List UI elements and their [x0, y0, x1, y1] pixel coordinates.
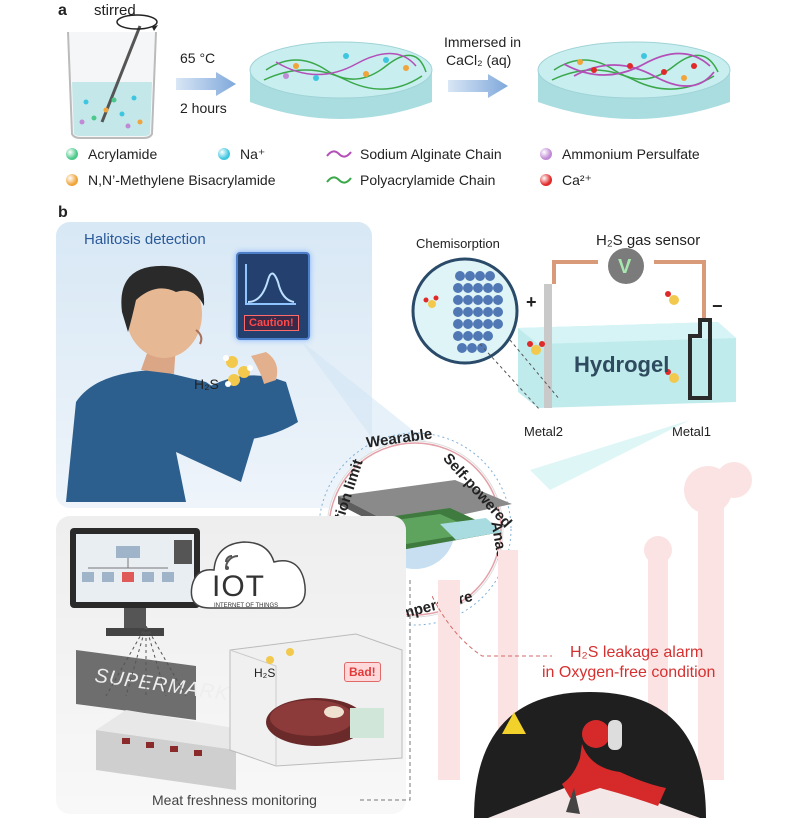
legend-item: N,N’-Methylene Bisacrylamide — [66, 172, 276, 188]
legend-label: Acrylamide — [88, 146, 158, 162]
hydrogel-disk-2 — [537, 41, 731, 119]
leakage-label-line2: in Oxygen-free condition — [542, 664, 716, 681]
legend-dot-icon — [540, 148, 552, 160]
legend-item: Ammonium Persulfate — [540, 146, 700, 162]
hydrogel-sensor — [518, 248, 736, 408]
legend-item: Acrylamide — [66, 146, 157, 162]
legend-label: N,N’-Methylene Bisacrylamide — [88, 172, 276, 188]
plus-sign: + — [526, 292, 537, 312]
legend-label: Sodium Alginate Chain — [360, 146, 502, 162]
meat-freshness-label: Meat freshness monitoring — [152, 792, 317, 808]
halitosis-title: Halitosis detection — [84, 231, 206, 248]
legend-dot-icon — [66, 148, 78, 160]
stir-arrow-icon — [116, 14, 158, 31]
legend-item: Polyacrylamide Chain — [326, 172, 495, 188]
iot-label: IOT — [212, 570, 265, 603]
legend-dot-icon — [218, 148, 230, 160]
monitor-icon — [70, 528, 200, 636]
legend-dot-icon — [66, 174, 78, 186]
arrow-right-icon — [176, 72, 236, 96]
h2s-person-label: H₂S — [194, 376, 219, 392]
legend-label: Polyacrylamide Chain — [360, 172, 496, 188]
legend-label: Ammonium Persulfate — [562, 146, 700, 162]
person-illustration — [66, 265, 298, 502]
voltmeter-label: V — [618, 256, 632, 278]
h2s-meat-label: H₂S — [254, 666, 276, 680]
arrow2-top-label: Immersed in — [444, 34, 522, 50]
arrow1-top-label: 65 °C — [180, 50, 216, 66]
supermarket-illustration — [76, 650, 246, 790]
panel-b-label: b — [58, 204, 68, 221]
stirred-label: stirred — [94, 2, 136, 19]
zoom-guide-lines — [479, 340, 561, 411]
beaker-illustration — [67, 25, 157, 139]
meat-connector-line — [360, 580, 411, 801]
cloud-icon — [190, 541, 306, 609]
legend-dot-icon — [540, 174, 552, 186]
leakage-connector-line — [432, 596, 552, 657]
sensor-title: H₂S gas sensor — [596, 232, 701, 249]
metal2-label: Metal2 — [524, 424, 564, 439]
chain-wave-icon — [326, 150, 352, 158]
chemisorption-zoom — [411, 257, 519, 365]
dashed-connections — [105, 626, 187, 696]
chain-wave-icon — [326, 176, 352, 184]
gas-molecules-icon — [223, 355, 253, 387]
arrow1-bottom-label: 2 hours — [180, 100, 227, 116]
caution-badge: Caution! — [244, 315, 299, 331]
panel-a-label: a — [58, 2, 67, 19]
arrow-right-icon — [448, 74, 508, 98]
hydrogel-disk-1 — [249, 41, 433, 119]
hydrogel-label: Hydrogel — [574, 352, 670, 377]
leakage-label-line1: H₂S leakage alarm — [570, 644, 704, 661]
iot-subtitle: INTERNET OF THINGS — [214, 603, 279, 609]
arrow2-bottom-label: CaCl₂ (aq) — [446, 52, 512, 68]
tunnel-worker-illustration — [474, 692, 706, 818]
legend-item: Na⁺ — [218, 146, 265, 163]
legend-item: Ca²⁺ — [540, 172, 592, 189]
chemisorption-label: Chemisorption — [416, 236, 500, 251]
legend-label: Ca²⁺ — [562, 172, 592, 188]
bad-badge: Bad! — [344, 662, 381, 682]
metal1-label: Metal1 — [672, 424, 712, 439]
minus-sign: − — [712, 296, 723, 316]
legend-label: Na⁺ — [240, 146, 266, 162]
legend-item: Sodium Alginate Chain — [326, 146, 502, 162]
waveform-icon — [245, 264, 296, 305]
